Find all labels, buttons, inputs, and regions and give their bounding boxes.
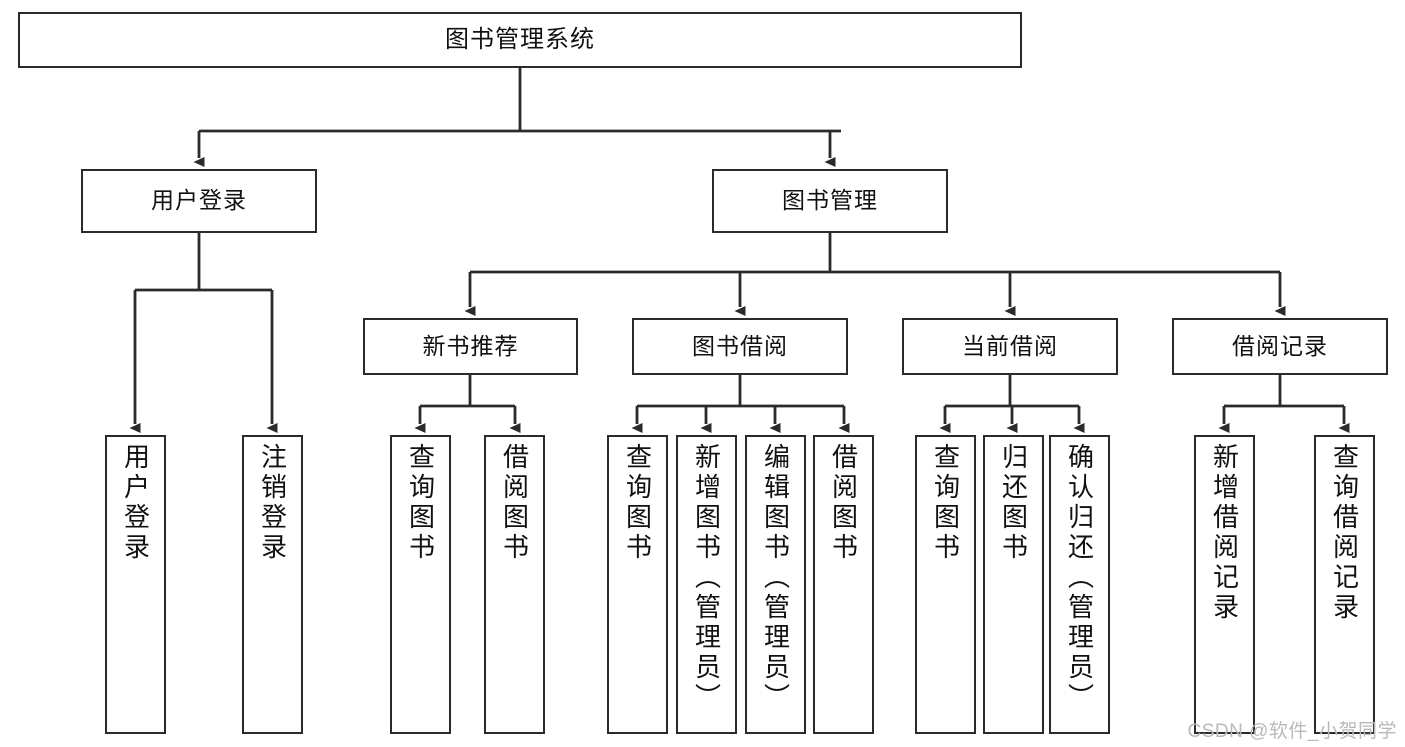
node-book-borrow-label: 图书借阅 [692, 332, 788, 359]
node-new-book-rec[interactable]: 新书推荐 [363, 318, 578, 375]
node-leaf-add-record-label: 新增借阅记录 [1209, 443, 1240, 623]
node-book-borrow[interactable]: 图书借阅 [632, 318, 848, 375]
node-leaf-add-record[interactable]: 新增借阅记录 [1194, 435, 1255, 734]
node-current-borrow[interactable]: 当前借阅 [902, 318, 1118, 375]
node-leaf-query-book-2[interactable]: 查询图书 [607, 435, 668, 734]
node-user-login[interactable]: 用户登录 [81, 169, 317, 233]
node-leaf-query-book-3-label: 查询图书 [930, 443, 961, 563]
node-leaf-user-login-label: 用户登录 [120, 443, 151, 563]
node-leaf-query-book-3[interactable]: 查询图书 [915, 435, 976, 734]
node-leaf-add-book[interactable]: 新增图书（管理员） [676, 435, 737, 734]
node-leaf-borrow-book-1-label: 借阅图书 [499, 443, 530, 563]
node-root-label: 图书管理系统 [445, 25, 595, 53]
node-leaf-query-book-2-label: 查询图书 [622, 443, 653, 563]
node-leaf-return-book[interactable]: 归还图书 [983, 435, 1044, 734]
node-leaf-borrow-book-2[interactable]: 借阅图书 [813, 435, 874, 734]
node-leaf-borrow-book-2-label: 借阅图书 [828, 443, 859, 563]
node-book-manage[interactable]: 图书管理 [712, 169, 948, 233]
node-leaf-confirm-return[interactable]: 确认归还（管理员） [1049, 435, 1110, 734]
watermark-text: CSDN @软件_小贺同学 [1187, 721, 1397, 742]
node-borrow-record[interactable]: 借阅记录 [1172, 318, 1388, 375]
node-leaf-query-record[interactable]: 查询借阅记录 [1314, 435, 1375, 734]
node-new-book-rec-label: 新书推荐 [422, 332, 519, 359]
node-borrow-record-label: 借阅记录 [1232, 332, 1328, 359]
node-user-login-label: 用户登录 [151, 187, 247, 214]
node-leaf-query-book-1-label: 查询图书 [405, 443, 436, 563]
node-leaf-user-login[interactable]: 用户登录 [105, 435, 166, 734]
node-current-borrow-label: 当前借阅 [962, 332, 1058, 359]
node-leaf-query-book-1[interactable]: 查询图书 [390, 435, 451, 734]
node-leaf-confirm-return-label: 确认归还（管理员） [1064, 443, 1095, 713]
node-leaf-borrow-book-1[interactable]: 借阅图书 [484, 435, 545, 734]
node-book-manage-label: 图书管理 [782, 187, 878, 214]
node-leaf-user-logout[interactable]: 注销登录 [242, 435, 303, 734]
node-leaf-add-book-label: 新增图书（管理员） [691, 443, 722, 713]
node-root[interactable]: 图书管理系统 [18, 12, 1022, 68]
node-leaf-edit-book[interactable]: 编辑图书（管理员） [745, 435, 806, 734]
node-leaf-return-book-label: 归还图书 [998, 443, 1029, 563]
node-leaf-user-logout-label: 注销登录 [257, 443, 288, 563]
node-leaf-query-record-label: 查询借阅记录 [1329, 443, 1360, 623]
node-leaf-edit-book-label: 编辑图书（管理员） [760, 443, 791, 713]
